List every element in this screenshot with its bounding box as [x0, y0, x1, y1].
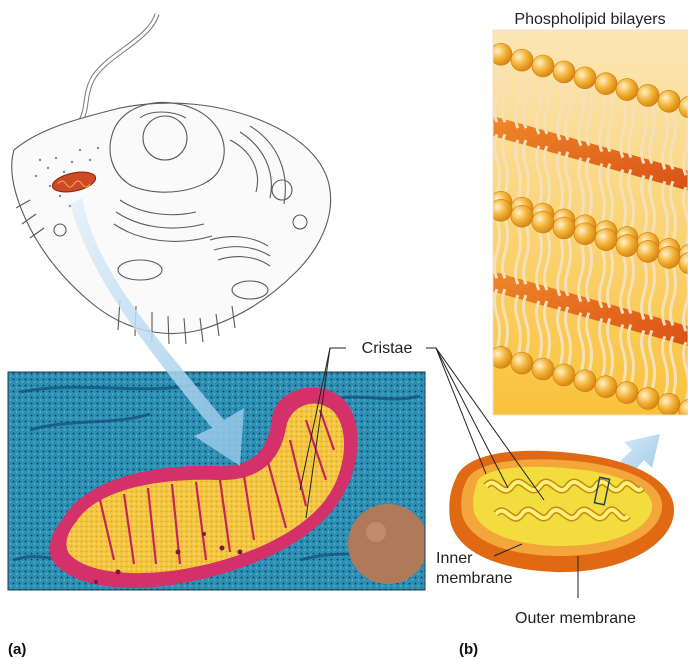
mitochondrion-micrograph [8, 372, 428, 590]
phospholipid-bilayers-label: Phospholipid bilayers [514, 11, 665, 28]
panel-b-label: (b) [459, 641, 478, 658]
outer-membrane-label: Outer membrane [515, 610, 636, 627]
panel-a-label: (a) [8, 641, 26, 658]
cristae-label: Cristae [362, 340, 413, 357]
cell-drawing [12, 14, 331, 344]
bilayer-illustration [469, 30, 688, 421]
inner-membrane-label-line2: membrane [436, 570, 513, 587]
inner-membrane-label-line1: Inner [436, 550, 473, 567]
mitochondrion-3d-model [449, 451, 674, 572]
